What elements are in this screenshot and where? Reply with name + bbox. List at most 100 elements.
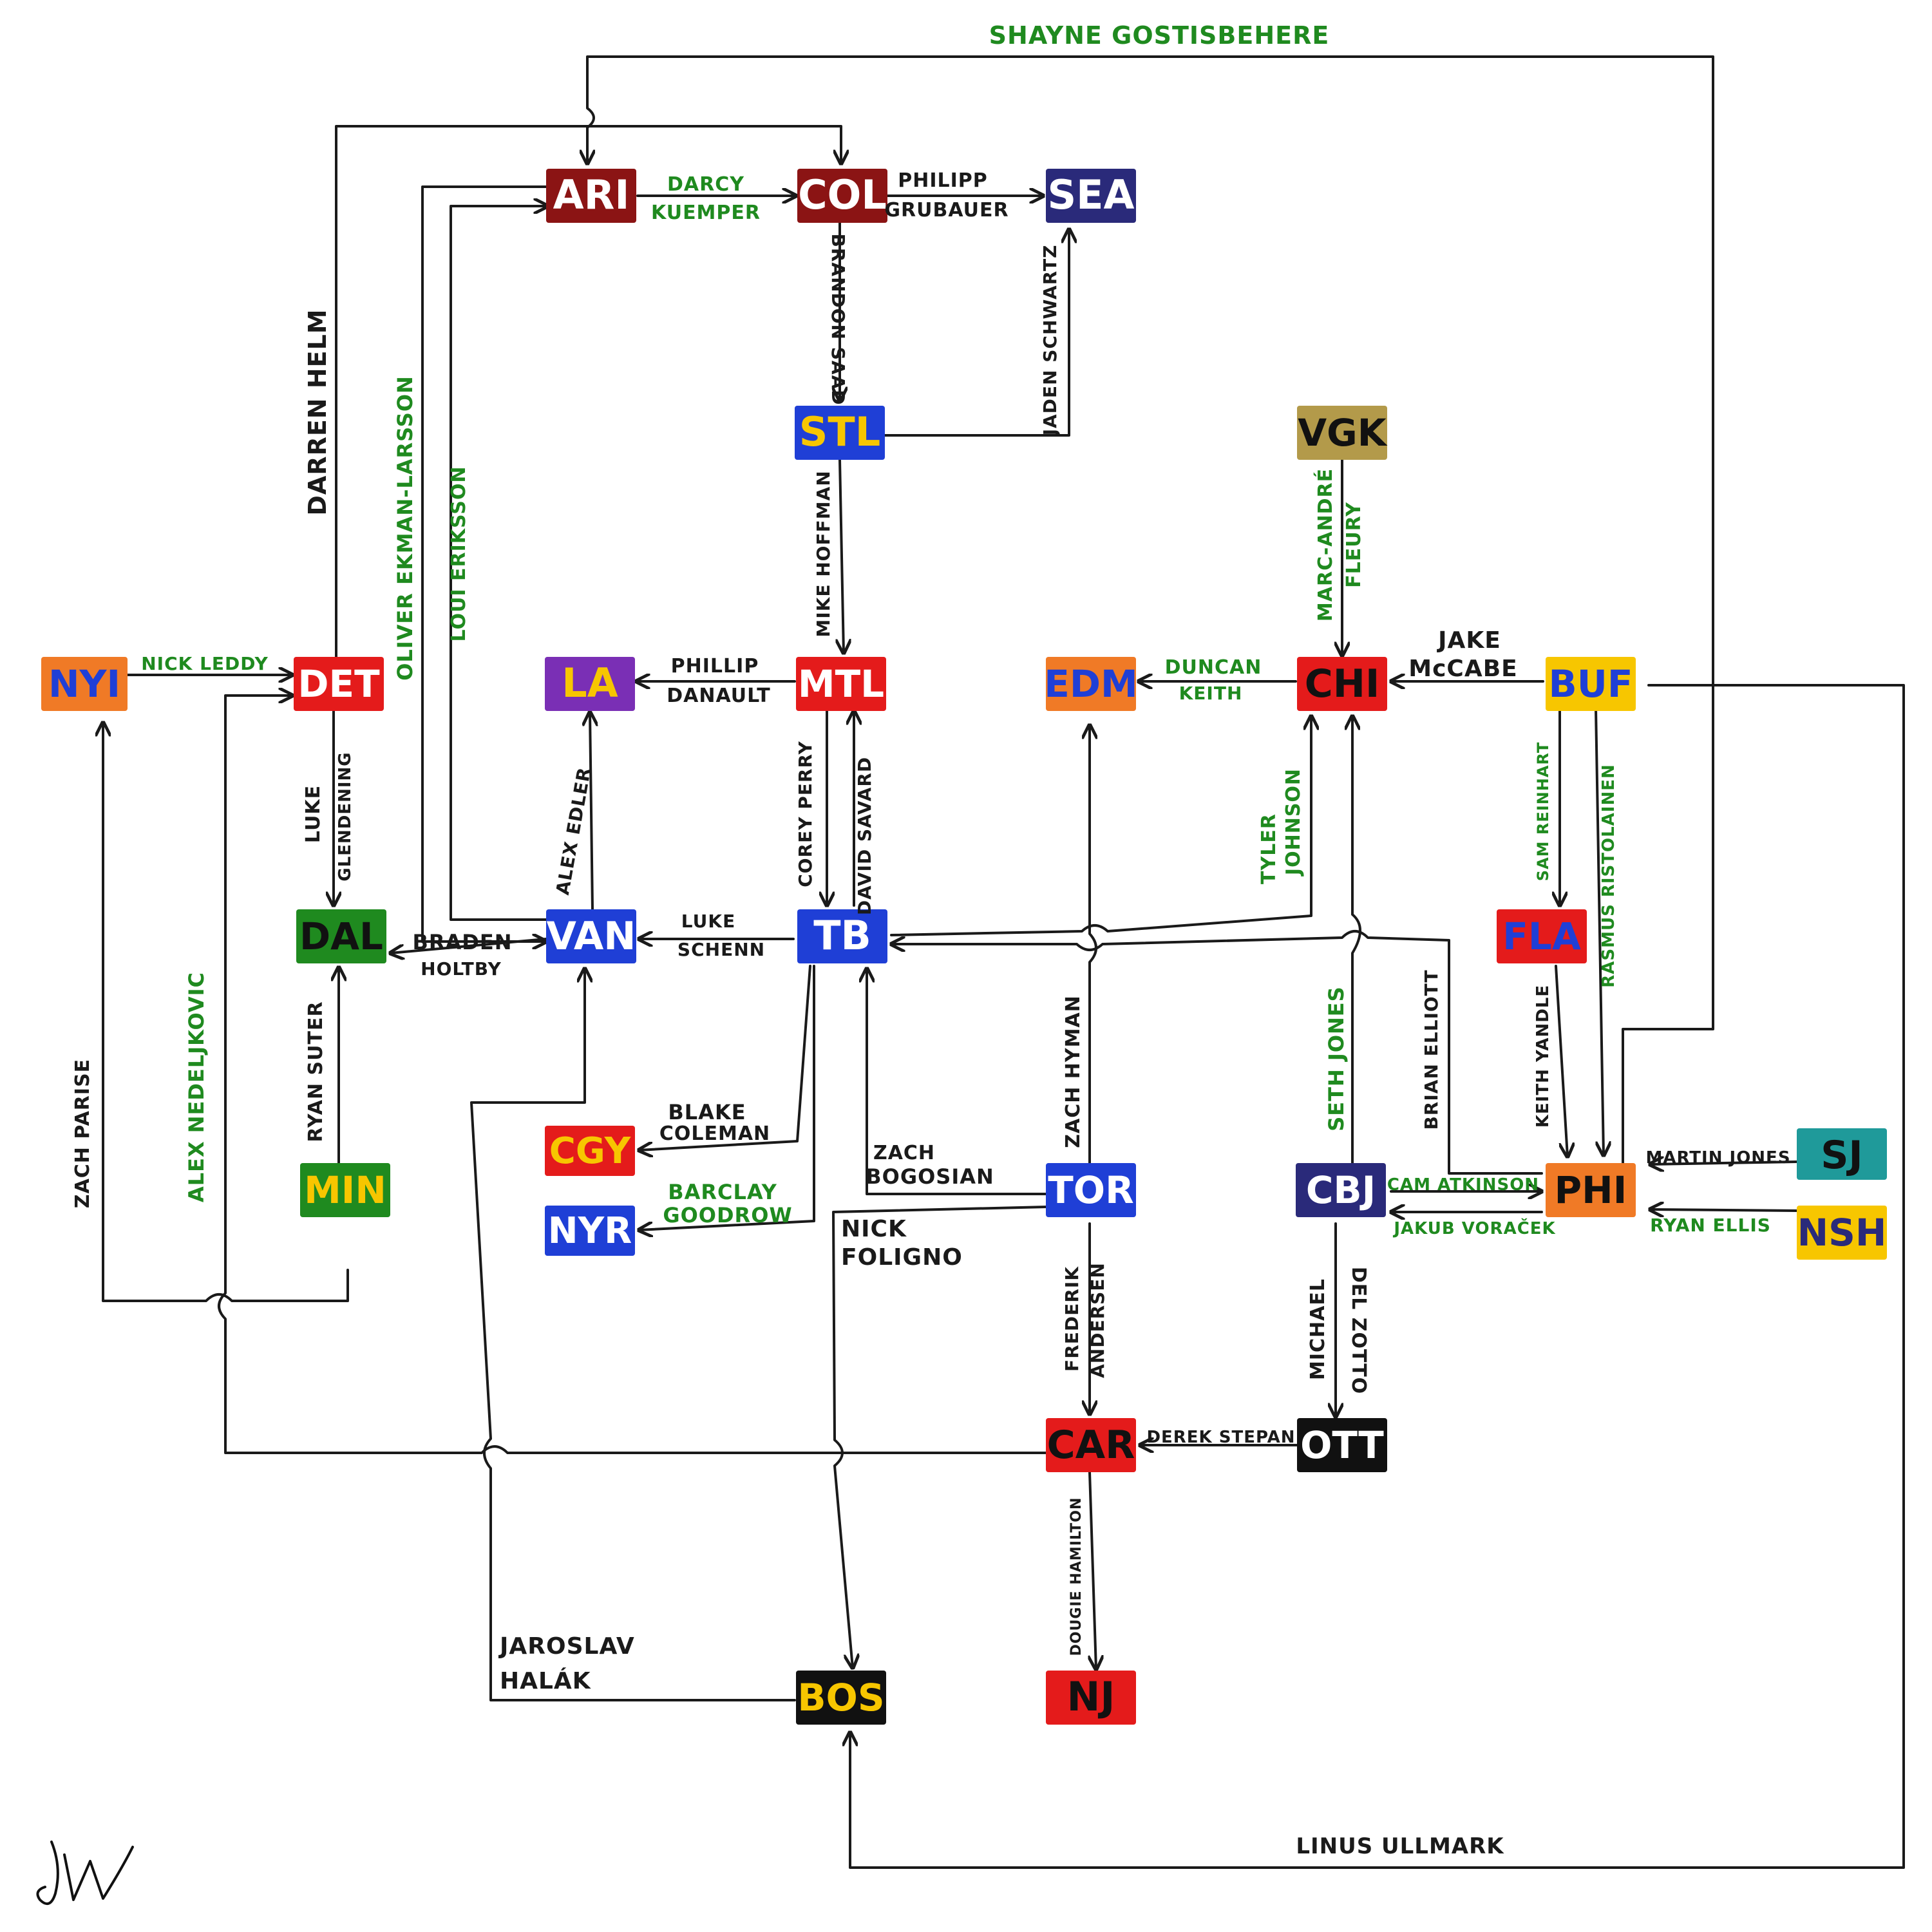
label-del-zotto: DEL ZOTTO — [1347, 1267, 1370, 1394]
connector-nick-foligno — [832, 1206, 1048, 1668]
label-corey-perry: COREY PERRY — [795, 741, 816, 887]
label-keith-yandle: KEITH YANDLE — [1533, 985, 1553, 1128]
team-label-SEA: SEA — [1048, 171, 1135, 218]
team-label-VAN: VAN — [546, 914, 636, 959]
label-johnson: JOHNSON — [1282, 768, 1305, 876]
label-duncan: DUNCAN — [1165, 656, 1262, 679]
team-NYR[interactable]: NYR — [545, 1206, 635, 1256]
team-TB[interactable]: TB — [797, 909, 887, 963]
label-alex-edler: ALEX EDLER — [552, 766, 595, 897]
label-keith: KEITH — [1179, 683, 1243, 704]
team-SEA[interactable]: SEA — [1046, 169, 1136, 223]
label-jake: JAKE — [1436, 627, 1501, 654]
label-grubauer: GRUBAUER — [884, 199, 1009, 222]
connector-brian-elliott — [891, 930, 1543, 1175]
team-VAN[interactable]: VAN — [546, 909, 636, 963]
connectors — [103, 55, 1905, 1869]
connector-alex-nedeljkovic — [218, 696, 1051, 1454]
connector-alex-edler — [590, 712, 592, 911]
team-CGY[interactable]: CGY — [545, 1126, 635, 1176]
team-VGK[interactable]: VGK — [1297, 406, 1388, 460]
label-coleman: COLEMAN — [659, 1122, 770, 1145]
team-TOR[interactable]: TOR — [1046, 1163, 1136, 1217]
connector-linus-ullmark — [850, 684, 1905, 1869]
connector-jaden-schwartz — [884, 229, 1069, 437]
team-NSH[interactable]: NSH — [1797, 1206, 1887, 1260]
team-label-DET: DET — [298, 662, 380, 706]
connector-keith-yandle — [1555, 965, 1567, 1157]
label-seth-jones: SETH JONES — [1324, 986, 1349, 1131]
team-label-CBJ: CBJ — [1306, 1168, 1376, 1212]
label-mccabe: McCABE — [1408, 656, 1517, 682]
connector-dougie-hamilton — [1090, 1471, 1096, 1669]
player-labels: SHAYNE GOSTISBEHERE DARCY KUEMPER PHILIP… — [71, 21, 1790, 1859]
team-CBJ[interactable]: CBJ — [1296, 1163, 1386, 1217]
team-label-PHI: PHI — [1555, 1168, 1627, 1212]
label-fleury: FLEURY — [1343, 502, 1365, 588]
label-michael: MICHAEL — [1307, 1278, 1329, 1380]
team-LA[interactable]: LA — [545, 657, 635, 711]
team-label-BUF: BUF — [1549, 662, 1633, 706]
team-DET[interactable]: DET — [294, 657, 384, 711]
label-brian-elliott: BRIAN ELLIOTT — [1421, 969, 1442, 1130]
team-EDM[interactable]: EDM — [1044, 657, 1138, 711]
label-cam-atkinson: CAM ATKINSON — [1387, 1175, 1539, 1195]
team-label-FLA: FLA — [1502, 914, 1581, 958]
team-label-MIN: MIN — [304, 1168, 386, 1212]
team-STL[interactable]: STL — [795, 406, 885, 460]
team-label-EDM: EDM — [1044, 662, 1137, 706]
label-phillip: PHILLIP — [671, 655, 759, 677]
connector-jaroslav-halak — [470, 969, 796, 1701]
label-derek-stepan: DEREK STEPAN — [1146, 1428, 1295, 1447]
team-label-LA: LA — [562, 659, 618, 706]
team-NYI[interactable]: NYI — [41, 657, 128, 711]
team-label-ARI: ARI — [553, 171, 630, 218]
team-COL[interactable]: COL — [797, 169, 887, 223]
connector-ryan-ellis — [1650, 1209, 1798, 1211]
label-goodrow: GOODROW — [663, 1203, 792, 1227]
label-zach-parise: ZACH PARISE — [71, 1059, 94, 1208]
connector-braden-holtby — [390, 938, 547, 953]
team-label-CAR: CAR — [1047, 1423, 1135, 1468]
label-ryan-ellis: RYAN ELLIS — [1650, 1215, 1771, 1236]
label-darren-helm: DARREN HELM — [303, 308, 332, 515]
team-OTT[interactable]: OTT — [1297, 1418, 1387, 1472]
team-CAR[interactable]: CAR — [1046, 1418, 1136, 1472]
label-tyler: TYLER — [1258, 813, 1280, 884]
connector-mike-hoffman — [840, 459, 844, 653]
team-ARI[interactable]: ARI — [546, 169, 636, 223]
label-darcy: DARCY — [667, 173, 744, 196]
connector-martin-jones — [1650, 1162, 1798, 1164]
label-zach-b-2: BOGOSIAN — [866, 1164, 994, 1189]
team-PHI[interactable]: PHI — [1546, 1163, 1636, 1217]
team-BUF[interactable]: BUF — [1546, 657, 1636, 711]
team-MTL[interactable]: MTL — [796, 657, 886, 711]
label-rasmus-ristolainen: RASMUS RISTOLAINEN — [1599, 764, 1618, 988]
team-CHI[interactable]: CHI — [1297, 657, 1387, 711]
label-marc-andre: MARC-ANDRÉ — [1314, 468, 1337, 621]
team-label-NYR: NYR — [548, 1210, 632, 1252]
team-BOS[interactable]: BOS — [796, 1671, 886, 1725]
label-nick-leddy: NICK LEDDY — [141, 653, 269, 674]
team-label-NJ: NJ — [1067, 1673, 1115, 1720]
label-luke-glendening-1: LUKE — [302, 785, 325, 843]
team-FLA[interactable]: FLA — [1497, 909, 1587, 963]
label-loui-eriksson: LOUI ERIKSSON — [448, 466, 470, 642]
label-zach-hyman: ZACH HYMAN — [1062, 995, 1084, 1148]
team-label-BOS: BOS — [797, 1676, 884, 1719]
connector-rasmus-ristolainen — [1595, 707, 1604, 1155]
label-halak: HALÁK — [500, 1667, 591, 1694]
label-blake: BLAKE — [668, 1100, 746, 1124]
connector-barclay-goodrow — [639, 965, 815, 1230]
signature-w — [63, 1846, 134, 1901]
team-DAL[interactable]: DAL — [296, 909, 386, 963]
label-jaden-schwartz: JADEN SCHWARTZ — [1039, 245, 1061, 437]
label-danault: DANAULT — [667, 685, 771, 707]
team-SJ[interactable]: SJ — [1797, 1128, 1887, 1180]
label-frederik: FREDERIK — [1061, 1266, 1083, 1372]
connector-tyler-johnson — [890, 716, 1311, 936]
team-NJ[interactable]: NJ — [1046, 1671, 1136, 1725]
label-nick-1: NICK — [841, 1216, 907, 1242]
team-MIN[interactable]: MIN — [300, 1163, 390, 1217]
label-dougie-hamilton: DOUGIE HAMILTON — [1068, 1497, 1084, 1656]
